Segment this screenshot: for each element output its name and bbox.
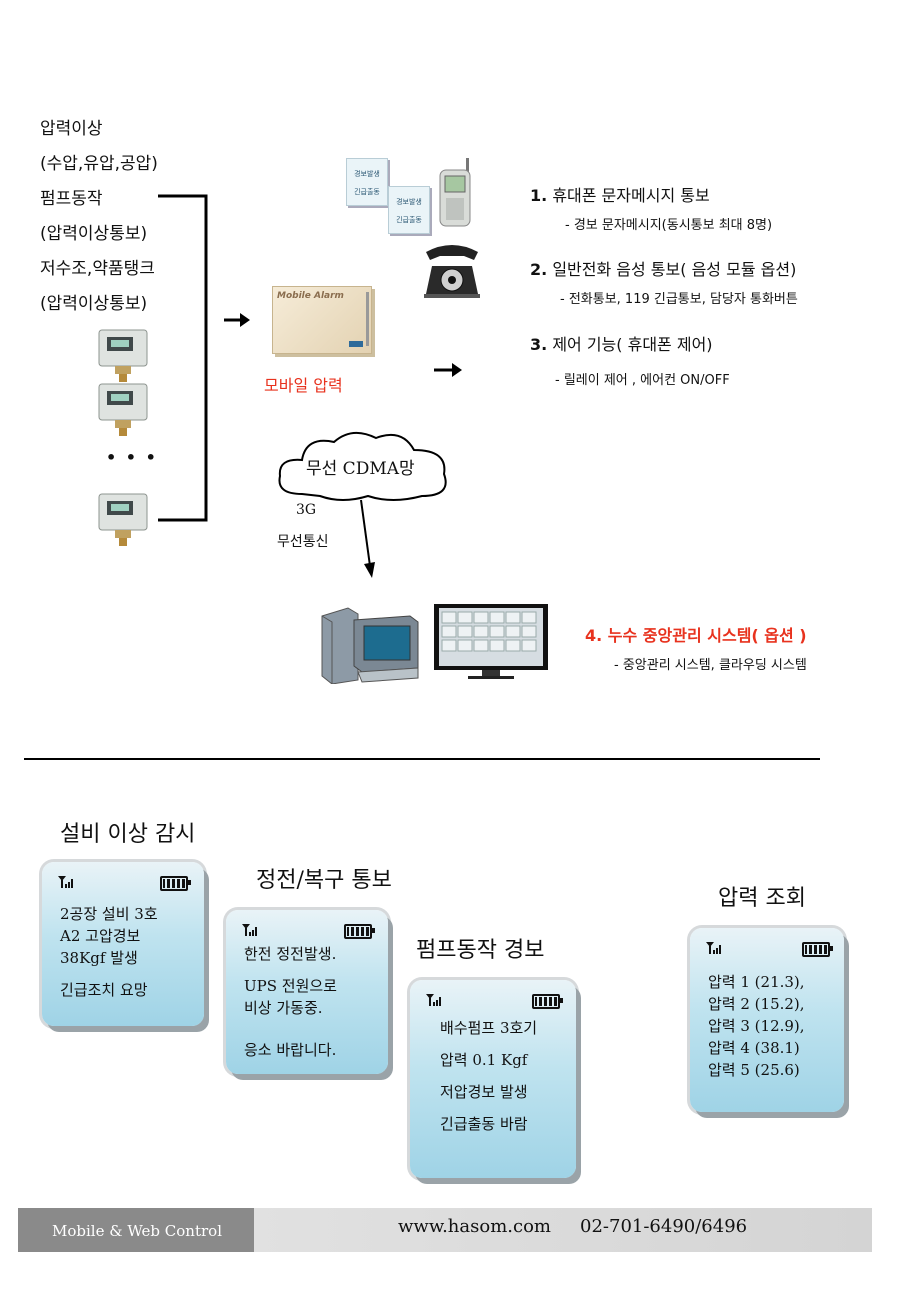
feature-number: 3. (530, 335, 548, 354)
battery-icon (344, 924, 375, 939)
feature-text: 일반전화 음성 통보( 음성 모듈 옵션) (552, 260, 797, 279)
wireless-label-comm: 무선통신 (277, 534, 329, 550)
phone-title-equipment: 설비 이상 감시 (60, 822, 196, 847)
feature-title: 1. 휴대폰 문자메시지 통보 (530, 182, 710, 206)
central-text: 누수 중앙관리 시스템( 옵션 ) (607, 626, 807, 645)
pressure-gauge-icon (98, 329, 148, 382)
cloud-icon (278, 431, 447, 501)
mobile-alarm-device: Mobile Alarm (272, 286, 372, 354)
device-label: Mobile Alarm (277, 291, 344, 301)
feature-title: 2. 일반전화 음성 통보( 음성 모듈 옵션) (530, 256, 796, 280)
signal-icon (58, 876, 73, 888)
phone-line: 압력 0.1 Kgf (440, 1051, 528, 1069)
arrow-right-icon (434, 363, 462, 377)
wireless-label-3g: 3G (296, 502, 317, 518)
sms-card: 경보발생 긴급출동 (388, 186, 430, 234)
label-pressure-notify-2: (압력이상통보) (40, 294, 148, 314)
footer-phone: 02-701-6490/6496 (580, 1216, 748, 1237)
phone-title-pressure: 압력 조회 (718, 886, 806, 911)
footer-bar: Mobile & Web Control www.hasom.com 02-70… (18, 1208, 872, 1252)
battery-icon (160, 876, 191, 891)
phone-line: 압력 4 (38.1) (708, 1039, 800, 1057)
label-pressure-types: (수압,유압,공압) (40, 154, 158, 174)
phone-line: 저압경보 발생 (440, 1083, 528, 1101)
phone-screen-power: 한전 정전발생. UPS 전원으로 비상 가동중. 응소 바랍니다. (226, 910, 388, 1074)
card-label-dispatch: 긴급출동 (396, 216, 422, 224)
feature-title: 3. 제어 기능( 휴대폰 제어) (530, 331, 713, 355)
arrow-right-icon (224, 313, 250, 327)
phone-line: 2공장 설비 3호 (60, 905, 158, 923)
phone-line: 배수펌프 3호기 (440, 1019, 538, 1037)
monitor-icon (434, 604, 548, 679)
phone-line: 응소 바랍니다. (244, 1041, 337, 1059)
signal-icon (706, 942, 721, 954)
phone-line: 압력 1 (21.3), (708, 973, 805, 991)
feature-text: 휴대폰 문자메시지 통보 (552, 186, 710, 205)
footer-dark-block (18, 1208, 254, 1252)
phone-line: 비상 가동중. (244, 999, 323, 1017)
feature-sub: - 전화통보, 119 긴급통보, 담당자 통화버튼 (560, 292, 798, 307)
battery-icon (802, 942, 833, 957)
central-title: 4. 누수 중앙관리 시스템( 옵션 ) (585, 622, 807, 646)
feature-sub: - 경보 문자메시지(동시통보 최대 8명) (565, 218, 773, 233)
phone-line: A2 고압경보 (60, 927, 141, 945)
pressure-gauge-icon (98, 493, 148, 546)
section-divider (24, 758, 820, 760)
phone-line: 압력 3 (12.9), (708, 1017, 805, 1035)
connector-line (158, 194, 208, 522)
feature-sub: - 릴레이 제어 , 에어컨 ON/OFF (555, 373, 730, 388)
phone-title-power: 정전/복구 통보 (256, 868, 392, 893)
footer-left-text: Mobile & Web Control (52, 1222, 222, 1240)
card-label-alarm: 경보발생 (354, 170, 380, 178)
phone-line: 긴급조치 요망 (60, 981, 148, 999)
card-label-dispatch: 긴급출동 (354, 188, 380, 196)
pressure-gauge-icon (98, 383, 148, 436)
phone-title-pump: 펌프동작 경보 (416, 938, 545, 963)
phone-line: UPS 전원으로 (244, 977, 337, 995)
footer-url[interactable]: www.hasom.com (398, 1216, 551, 1237)
phone-line: 한전 정전발생. (244, 945, 337, 963)
phone-line: 긴급출동 바람 (440, 1115, 528, 1133)
phone-screen-equipment: 2공장 설비 3호 A2 고압경보 38Kgf 발생 긴급조치 요망 (42, 862, 204, 1026)
device-caption: 모바일 압력 (264, 376, 343, 395)
battery-icon (532, 994, 563, 1009)
sms-card: 경보발생 긴급출동 (346, 158, 388, 206)
phone-line: 압력 5 (25.6) (708, 1061, 800, 1079)
label-pressure-notify-1: (압력이상통보) (40, 224, 148, 244)
telephone-icon (424, 245, 480, 298)
central-sub: - 중앙관리 시스템, 클라우딩 시스템 (614, 658, 807, 673)
phone-screen-pressure: 압력 1 (21.3), 압력 2 (15.2), 압력 3 (12.9), 압… (690, 928, 844, 1112)
phone-line: 압력 2 (15.2), (708, 995, 805, 1013)
cloud-label: 무선 CDMA망 (306, 459, 415, 479)
phone-line: 38Kgf 발생 (60, 949, 138, 967)
arrow-down-icon (360, 499, 375, 578)
phone-screen-pump: 배수펌프 3호기 압력 0.1 Kgf 저압경보 발생 긴급출동 바람 (410, 980, 576, 1178)
label-pump-operation: 펌프동작 (40, 189, 103, 209)
feature-text: 제어 기능( 휴대폰 제어) (552, 335, 713, 354)
device-logo-icon (349, 341, 363, 347)
desktop-computer-icon (321, 607, 419, 684)
ellipsis: • • • (106, 448, 158, 467)
signal-icon (242, 924, 257, 936)
central-number: 4. (585, 626, 603, 645)
mobile-phone-icon (439, 158, 471, 227)
antenna-icon (366, 292, 369, 346)
signal-icon (426, 994, 441, 1006)
feature-number: 1. (530, 186, 548, 205)
label-tank: 저수조,약품탱크 (40, 259, 155, 279)
label-pressure-abnormal: 압력이상 (40, 119, 103, 139)
card-label-alarm: 경보발생 (396, 198, 422, 206)
feature-number: 2. (530, 260, 548, 279)
